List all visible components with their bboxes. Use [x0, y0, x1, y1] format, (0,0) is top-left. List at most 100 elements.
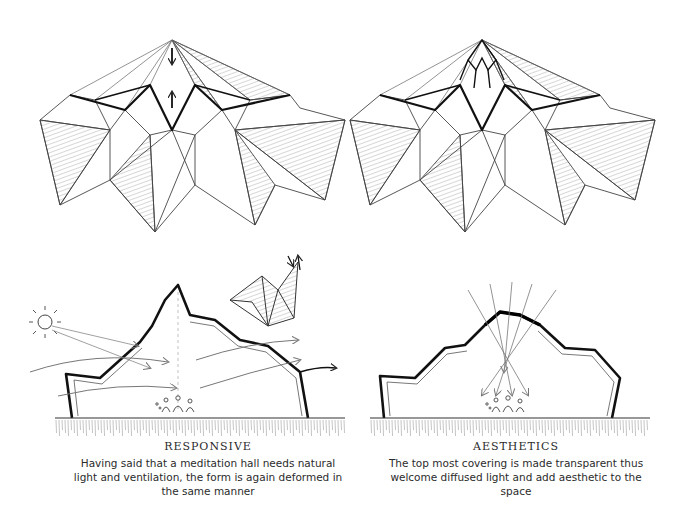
grass-stroke [620, 420, 622, 430]
grass-stroke [524, 420, 526, 433]
grass-stroke [251, 420, 253, 430]
grass-stroke [68, 420, 70, 436]
section-aesthetics [370, 282, 650, 418]
grass-stroke [101, 420, 103, 433]
grass-stroke [617, 420, 619, 436]
grass-stroke [536, 420, 538, 436]
grass-stroke [281, 420, 283, 433]
grass-stroke [248, 420, 250, 436]
deform-arrows [171, 48, 173, 108]
grass-stroke [464, 420, 466, 436]
grass-stroke [329, 420, 331, 436]
grass-stroke [269, 420, 271, 430]
grass-stroke [293, 420, 295, 436]
grass-stroke [206, 420, 208, 430]
grass-stroke [371, 420, 373, 433]
section-note: Having said that a meditation hall needs… [68, 456, 348, 498]
grass-stroke [200, 420, 202, 433]
grass-stroke [605, 420, 607, 433]
grass-stroke [140, 420, 142, 436]
grass-stroke [185, 420, 187, 436]
grass-stroke [572, 420, 574, 436]
grass-stroke [407, 420, 409, 433]
grass-stroke [434, 420, 436, 433]
grass-stroke [551, 420, 553, 433]
lotus-form [40, 40, 345, 232]
grass-stroke [473, 420, 475, 436]
grass-stroke [548, 420, 550, 430]
grass-stroke [173, 420, 175, 433]
grass-stroke [533, 420, 535, 433]
grass-stroke [515, 420, 517, 433]
grass-stroke [224, 420, 226, 430]
grass-stroke [566, 420, 568, 430]
grass-stroke [308, 420, 310, 433]
grass-stroke [425, 420, 427, 433]
grass-stroke [467, 420, 469, 430]
grass-stroke [560, 420, 562, 433]
grass-stroke [500, 420, 502, 436]
grass-stroke [239, 420, 241, 436]
grass-stroke [599, 420, 601, 436]
section-heading: AESTHETICS [416, 440, 616, 454]
section-note: The top most covering is made transparen… [376, 456, 656, 498]
grass-stroke [539, 420, 541, 430]
grass-stroke [227, 420, 229, 433]
people [156, 396, 194, 412]
grass-stroke [440, 420, 442, 430]
grass-stroke [419, 420, 421, 436]
grass-stroke [110, 420, 112, 433]
grass-stroke [167, 420, 169, 436]
grass-stroke [278, 420, 280, 430]
grass-stroke [338, 420, 340, 436]
grass-stroke [596, 420, 598, 433]
grass-stroke [554, 420, 556, 436]
grass-stroke [344, 420, 346, 433]
ground-hatch [56, 420, 648, 436]
grass-stroke [569, 420, 571, 433]
grass-stroke [242, 420, 244, 430]
grass-stroke [275, 420, 277, 436]
grass-stroke [428, 420, 430, 436]
grass-stroke [518, 420, 520, 436]
section-heading: RESPONSIVE [108, 440, 308, 454]
grass-stroke [233, 420, 235, 430]
grass-stroke [299, 420, 301, 433]
grass-stroke [263, 420, 265, 433]
grass-stroke [158, 420, 160, 436]
grass-stroke [218, 420, 220, 433]
grass-stroke [116, 420, 118, 430]
grass-stroke [341, 420, 343, 430]
grass-stroke [455, 420, 457, 436]
grass-stroke [488, 420, 490, 433]
grass-stroke [485, 420, 487, 430]
grass-stroke [191, 420, 193, 433]
grass-stroke [413, 420, 415, 430]
grass-stroke [497, 420, 499, 433]
grass-stroke [287, 420, 289, 430]
grass-stroke [509, 420, 511, 436]
grass-stroke [320, 420, 322, 436]
grass-stroke [374, 420, 376, 436]
grass-stroke [476, 420, 478, 430]
grass-stroke [581, 420, 583, 436]
grass-stroke [104, 420, 106, 436]
grass-stroke [149, 420, 151, 436]
grass-stroke [122, 420, 124, 436]
section-responsive [29, 285, 345, 418]
grass-stroke [614, 420, 616, 433]
transparent-top [460, 40, 504, 88]
grass-stroke [611, 420, 613, 430]
grass-stroke [335, 420, 337, 433]
grass-stroke [404, 420, 406, 430]
grass-stroke [59, 420, 61, 436]
grass-stroke [602, 420, 604, 430]
grass-stroke [503, 420, 505, 430]
grass-stroke [644, 420, 646, 436]
grass-stroke [74, 420, 76, 433]
grass-stroke [284, 420, 286, 436]
grass-stroke [215, 420, 217, 430]
grass-stroke [446, 420, 448, 436]
grass-stroke [137, 420, 139, 433]
